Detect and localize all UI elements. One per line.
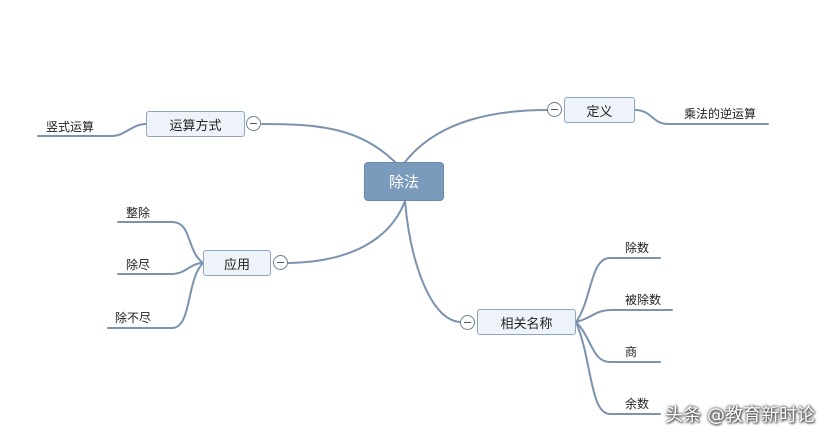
leaf-terms-1[interactable]: 除数 [625,241,650,255]
leaf-method-1[interactable]: 竖式运算 [46,120,95,134]
collapse-toggle-application[interactable] [273,255,288,270]
leaf-terms-4[interactable]: 余数 [625,397,650,411]
connector-root-terms [404,200,461,323]
leaf-terms-3[interactable]: 商 [625,345,638,359]
collapse-toggle-terms[interactable] [460,315,475,330]
connector-definition-leaf [634,109,769,125]
connector-method-leaf [37,123,147,137]
leaf-terms-2[interactable]: 被除数 [625,293,662,307]
watermark-text: 头条 @教育新时论 [665,405,815,426]
collapse-toggle-definition[interactable] [547,102,562,117]
collapse-toggle-method[interactable] [246,116,261,131]
branch-label-definition: 定义 [586,104,613,120]
connector-terms-leaf-4 [575,321,661,415]
branch-node-terms[interactable]: 相关名称 [477,309,576,335]
branch-node-method[interactable]: 运算方式 [146,111,245,137]
leaf-application-3[interactable]: 除不尽 [115,311,152,325]
connector-terms-leaf-2 [575,309,673,323]
connector-root-method [261,123,396,163]
connector-terms-leaf-3 [575,321,661,363]
branch-label-method: 运算方式 [169,118,222,134]
branch-node-application[interactable]: 应用 [203,250,271,276]
branch-label-application: 应用 [223,257,250,273]
root-label: 除法 [388,173,419,191]
leaf-application-1[interactable]: 整除 [126,206,151,220]
leaf-application-2[interactable]: 除尽 [126,258,151,272]
connector-terms-leaf-1 [575,257,661,323]
root-node[interactable]: 除法 [364,162,444,201]
connector-app-leaf-3 [107,262,204,329]
connector-root-application [287,200,406,264]
leaf-definition-1[interactable]: 乘法的逆运算 [684,107,757,121]
connector-app-leaf-1 [117,221,204,264]
connector-app-leaf-2 [117,262,204,275]
branch-node-definition[interactable]: 定义 [564,97,635,123]
connector-root-definition [404,109,549,163]
branch-label-terms: 相关名称 [500,316,553,332]
